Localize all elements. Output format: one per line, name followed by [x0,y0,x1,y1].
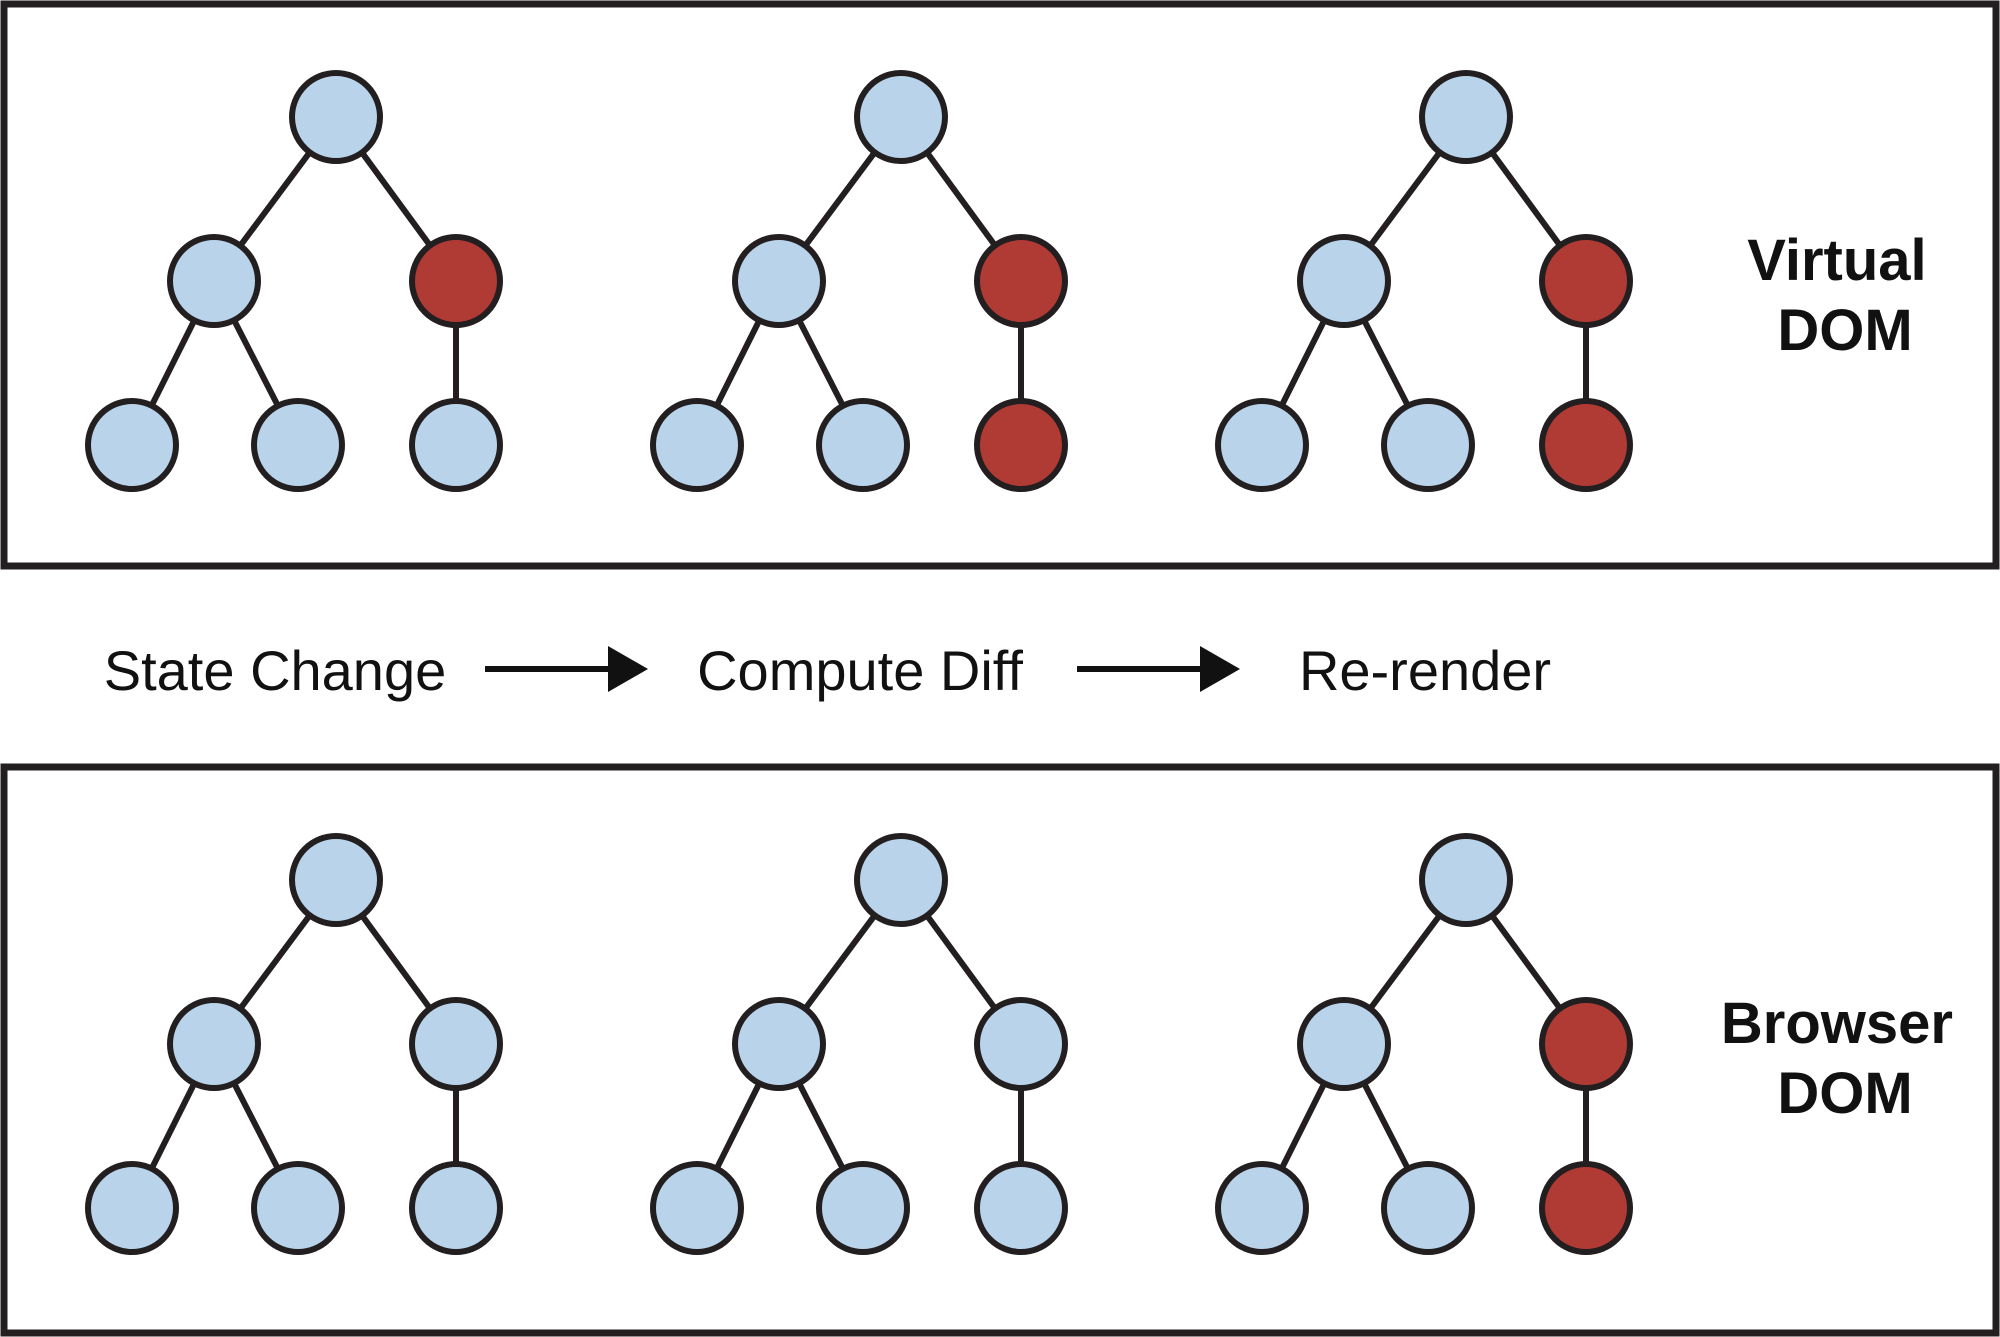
tree-node-right-child-changed [974,234,1068,328]
browser-dom-tree-2 [650,833,1068,1255]
tree-node-left-child-unchanged [1297,997,1391,1091]
tree-node-left-left-leaf-unchanged [85,1161,179,1255]
browser-dom-tree-1 [85,833,503,1255]
tree-node-right-leaf-unchanged [974,1161,1068,1255]
virtual-dom-tree-3 [1215,70,1633,492]
browser-dom-panel: Browser DOM [0,763,2000,1337]
virtual-dom-tree-1 [85,70,503,492]
arrow-right-icon [1077,646,1240,692]
tree-node-right-child-changed [409,234,503,328]
tree-node-right-leaf-changed [1539,398,1633,492]
tree-node-left-left-leaf-unchanged [650,398,744,492]
browser-dom-trees [85,833,1633,1255]
tree-node-left-right-leaf-unchanged [251,1161,345,1255]
tree-node-right-leaf-changed [1539,1161,1633,1255]
virtual-dom-panel: Virtual DOM [0,0,2000,570]
tree-node-right-child-changed [1539,997,1633,1091]
tree-node-left-child-unchanged [732,234,826,328]
virtual-dom-trees [85,70,1633,492]
browser-dom-label: Browser DOM [1721,991,1969,1126]
tree-node-right-leaf-changed [974,398,1068,492]
tree-node-root-unchanged [1419,70,1513,164]
step-compute-diff: Compute Diff [697,639,1023,702]
tree-node-left-right-leaf-unchanged [816,398,910,492]
tree-node-root-unchanged [854,70,948,164]
tree-node-left-child-unchanged [732,997,826,1091]
tree-node-root-unchanged [854,833,948,927]
tree-node-right-child-unchanged [974,997,1068,1091]
tree-node-left-child-unchanged [167,234,261,328]
tree-node-left-left-leaf-unchanged [1215,1161,1309,1255]
tree-node-right-child-changed [1539,234,1633,328]
process-steps: State Change Compute Diff Re-render [104,639,1551,702]
virtual-dom-tree-2 [650,70,1068,492]
tree-node-right-leaf-unchanged [409,1161,503,1255]
virtual-dom-label-line-1: Virtual [1747,228,1926,293]
step-state-change: State Change [104,639,446,702]
tree-node-root-unchanged [289,833,383,927]
browser-dom-label-line-2: DOM [1777,1061,1912,1126]
virtual-dom-label-line-2: DOM [1777,298,1912,363]
tree-node-left-right-leaf-unchanged [251,398,345,492]
step-re-render: Re-render [1299,639,1551,702]
arrow-right-icon [485,646,648,692]
tree-node-left-child-unchanged [1297,234,1391,328]
browser-dom-label-line-1: Browser [1721,991,1953,1056]
tree-node-right-leaf-unchanged [409,398,503,492]
tree-node-left-right-leaf-unchanged [1381,1161,1475,1255]
tree-node-left-left-leaf-unchanged [1215,398,1309,492]
tree-node-right-child-unchanged [409,997,503,1091]
tree-node-root-unchanged [289,70,383,164]
tree-node-left-left-leaf-unchanged [650,1161,744,1255]
browser-dom-tree-3 [1215,833,1633,1255]
tree-node-left-right-leaf-unchanged [1381,398,1475,492]
tree-node-left-child-unchanged [167,997,261,1091]
tree-node-root-unchanged [1419,833,1513,927]
tree-node-left-left-leaf-unchanged [85,398,179,492]
tree-node-left-right-leaf-unchanged [816,1161,910,1255]
virtual-dom-label: Virtual DOM [1747,228,1943,363]
